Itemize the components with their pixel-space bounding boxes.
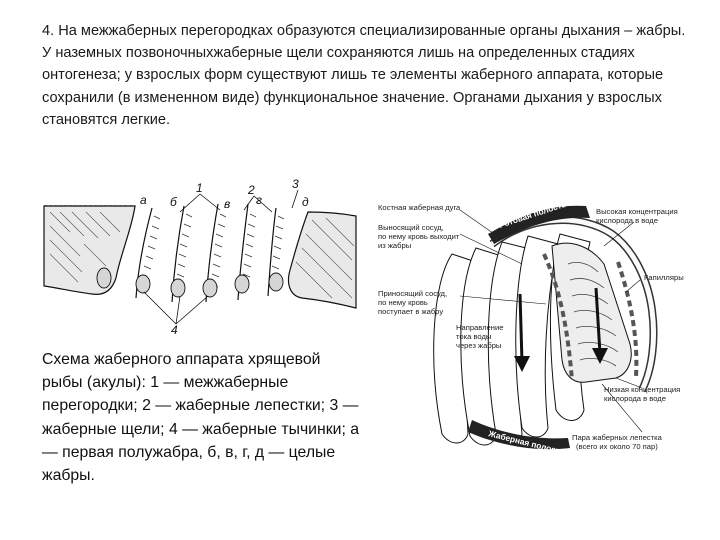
label-1: 1 [196, 181, 203, 195]
label-g: г [256, 193, 262, 207]
label-efferent-1: Выносящий сосуд, [378, 223, 444, 232]
flow-arrow-right [592, 348, 608, 364]
label-pair-1: Пара жаберных лепестка [572, 433, 663, 442]
left-tissue-mass [43, 205, 136, 295]
label-efferent-3: из жабры [378, 241, 411, 250]
label-3: 3 [292, 178, 299, 191]
label-v: в [224, 197, 230, 211]
label-low-o2-2: кислорода в воде [604, 394, 666, 403]
diagram-caption: Схема жаберного аппарата хрящевой рыбы (… [42, 351, 360, 485]
shark-gill-diagram: а б в г д 1 2 3 4 [43, 178, 357, 337]
gill-rakers [96, 267, 284, 298]
label-afferent-3: поступает в жабру [378, 307, 443, 316]
intro-paragraph: 4. На межжаберных перегородках образуютс… [42, 23, 686, 128]
label-efferent-2: по нему кровь выходит [378, 232, 460, 241]
label-b: б [170, 195, 178, 209]
label-gill-arch: Костная жаберная дуга [378, 203, 461, 212]
label-afferent-1: Приносящий сосуд, [378, 289, 447, 298]
flow-arrow-left [514, 356, 530, 372]
label-high-o2-1: Высокая концентрация [596, 207, 678, 216]
label-low-o2-1: Низкая концентрация [604, 385, 680, 394]
label-flow-1: Направление [456, 323, 503, 332]
label-capillaries: Капилляры [644, 273, 684, 282]
label-4: 4 [171, 323, 178, 337]
label-flow-3: через жабры [456, 341, 501, 350]
label-d: д [302, 195, 309, 209]
bony-fish-gill-diagram: Ротовая полость Жаберная полость Костная… [378, 199, 684, 457]
label-afferent-2: по нему кровь [378, 298, 428, 307]
label-high-o2-2: кислорода в воде [596, 216, 658, 225]
label-pair-2: (всего их около 70 пар) [576, 442, 658, 451]
label-flow-2: тока воды [456, 332, 491, 341]
label-a: а [140, 193, 147, 207]
right-tissue-mass [287, 211, 357, 309]
label-2: 2 [247, 183, 255, 197]
